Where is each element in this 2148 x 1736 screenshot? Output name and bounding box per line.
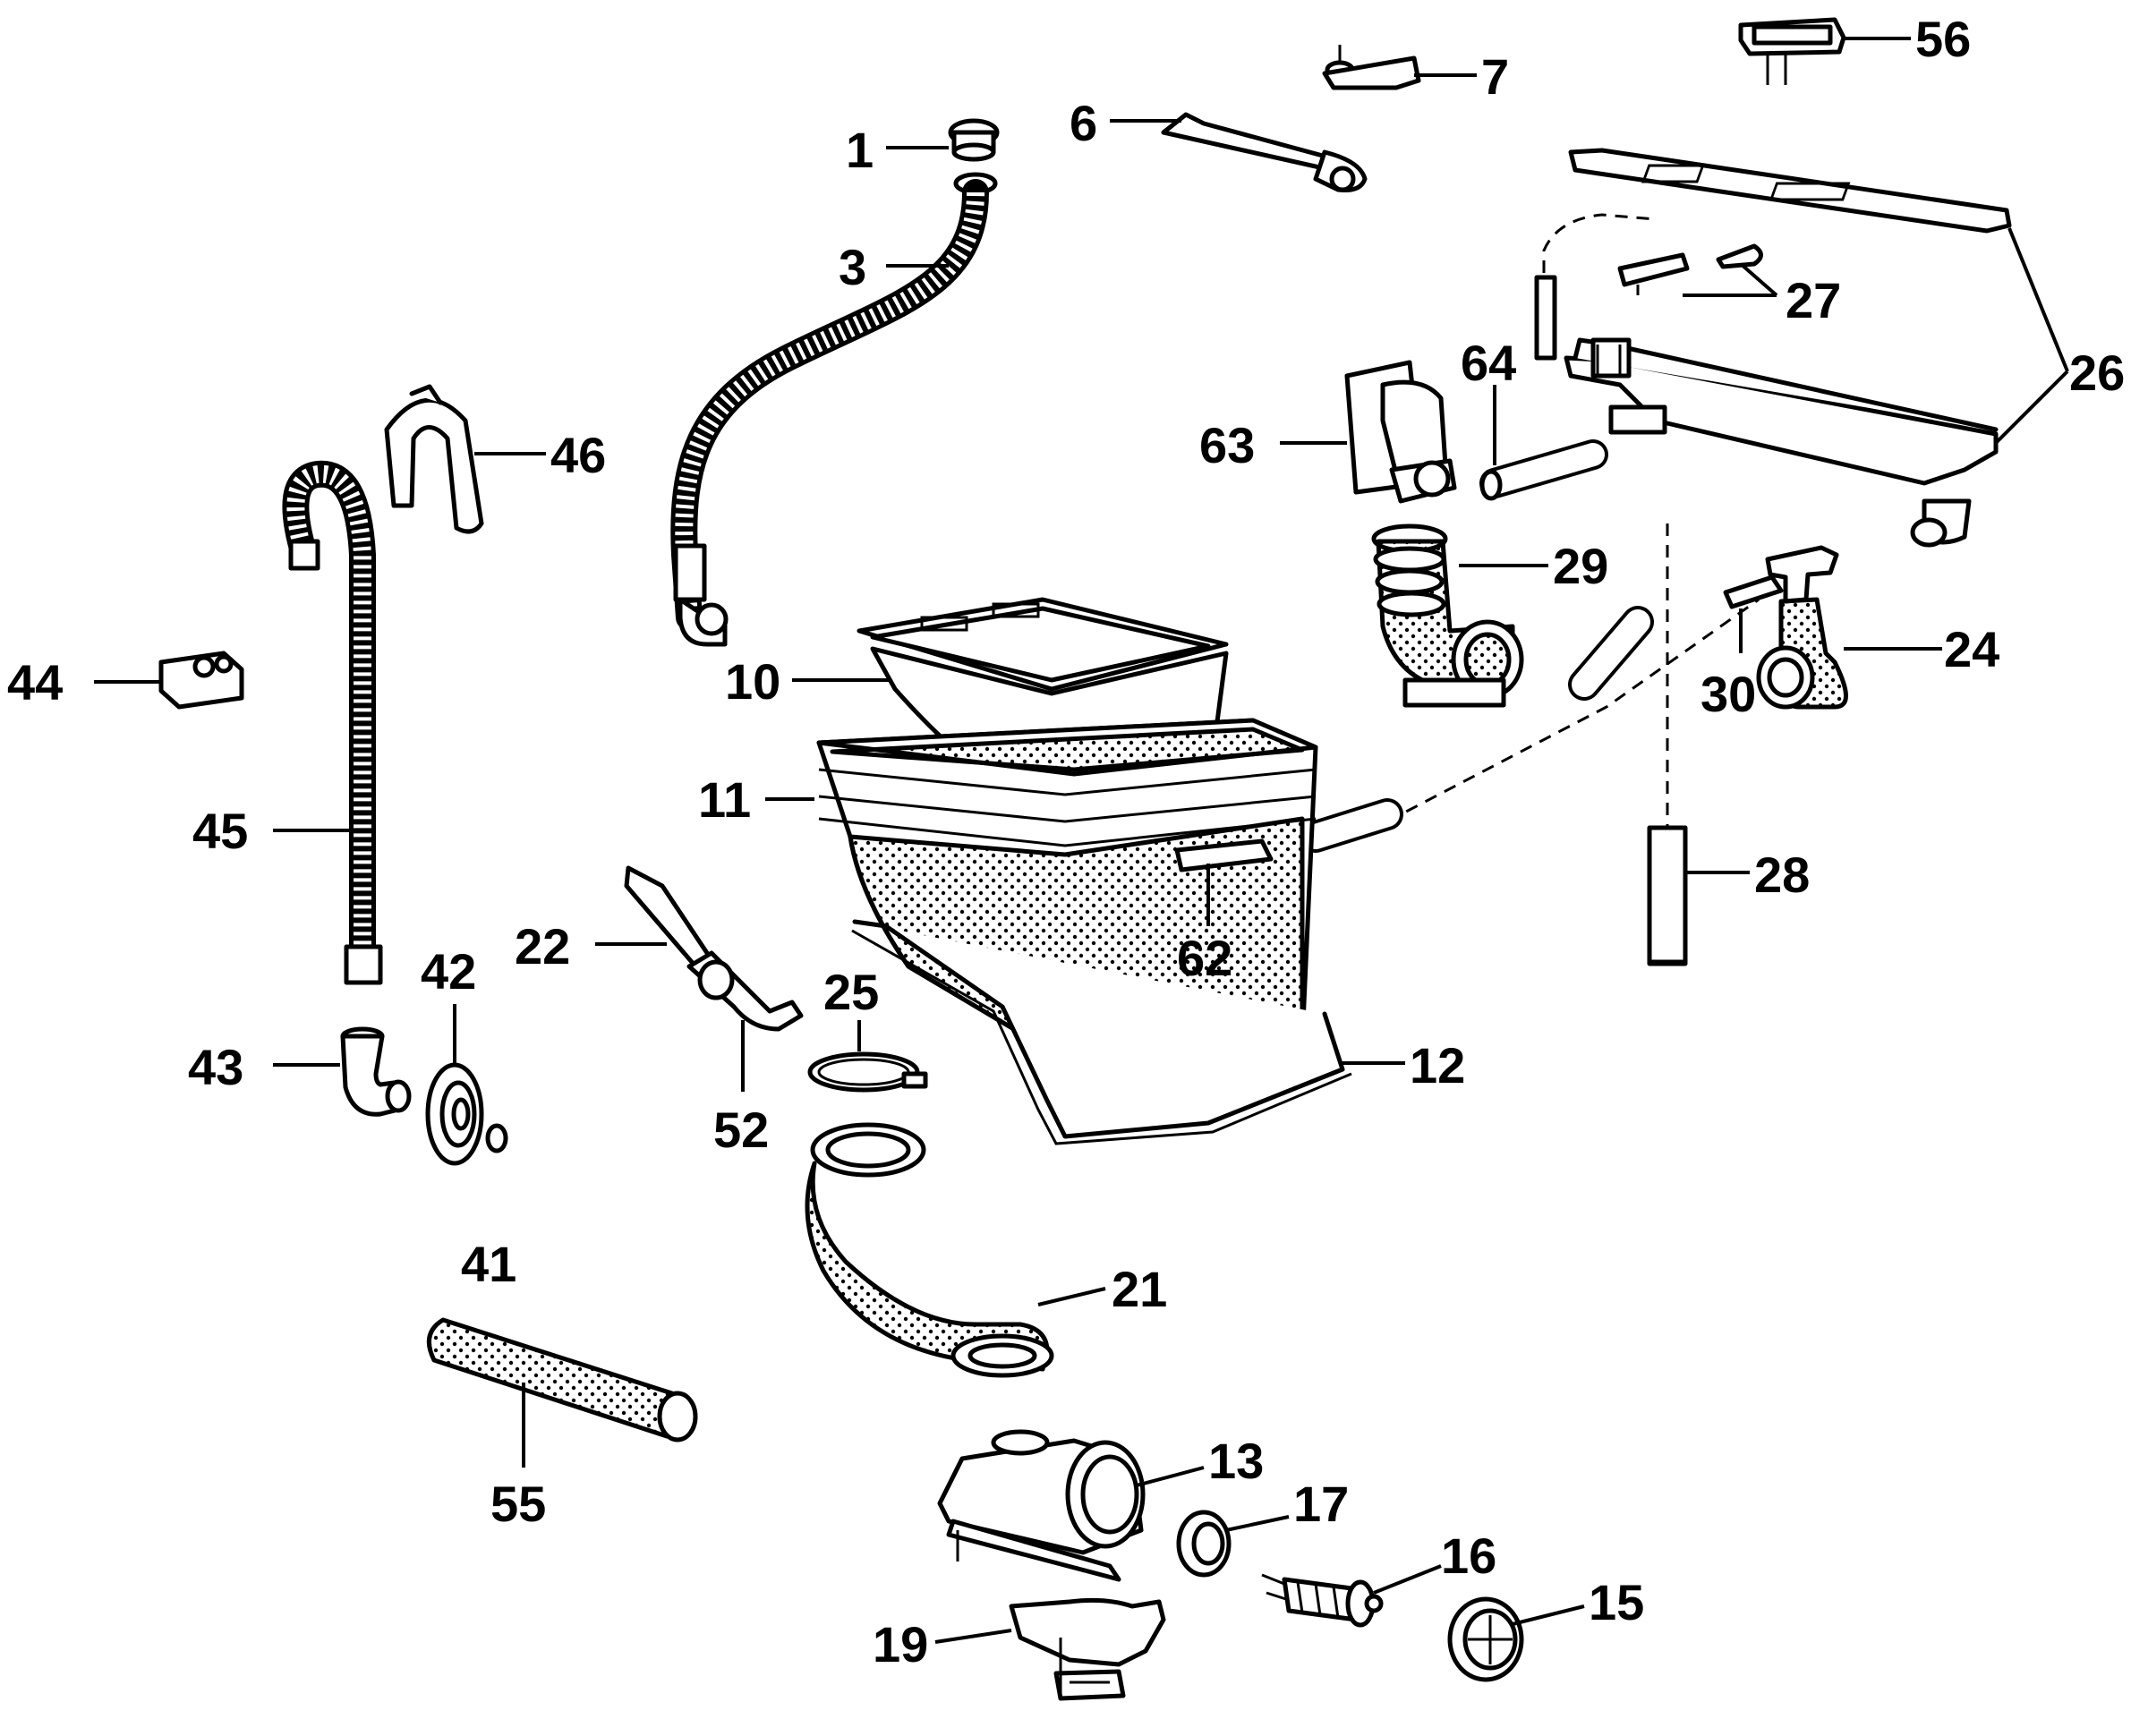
label-43: 43 xyxy=(188,1039,243,1095)
leader-16 xyxy=(1373,1564,1442,1595)
part-29-bellows xyxy=(1371,523,1524,708)
label-62: 62 xyxy=(1177,930,1232,986)
part-12-seal-inner xyxy=(851,929,1352,1145)
part-64-hose xyxy=(1479,439,1608,501)
label-12: 12 xyxy=(1410,1037,1465,1094)
part-22-pipe xyxy=(624,865,804,1032)
label-44: 44 xyxy=(7,654,63,711)
label-22: 22 xyxy=(515,918,570,974)
part-small-pipe xyxy=(1534,275,1557,361)
part-12-seal xyxy=(852,919,1345,1139)
label-26: 26 xyxy=(2069,345,2125,401)
label-25: 25 xyxy=(823,964,879,1020)
label-30: 30 xyxy=(1700,666,1756,722)
part-43-elbow xyxy=(340,1026,412,1117)
part-44-clamp xyxy=(158,651,244,710)
leader-17 xyxy=(1225,1515,1290,1532)
label-6: 6 xyxy=(1070,95,1097,151)
label-1: 1 xyxy=(846,122,874,178)
part-63-valve-housing xyxy=(1344,360,1457,504)
label-21: 21 xyxy=(1112,1261,1167,1317)
part-25-clamp-ring xyxy=(807,1051,928,1093)
label-29: 29 xyxy=(1553,538,1608,594)
label-46: 46 xyxy=(550,427,606,483)
part-24-t-pipe xyxy=(1756,545,1848,710)
label-63: 63 xyxy=(1199,417,1255,473)
dashed-route-top xyxy=(1542,213,1657,273)
label-45: 45 xyxy=(192,803,248,859)
label-3: 3 xyxy=(839,239,866,295)
part-15-filter-cap xyxy=(1447,1596,1524,1682)
part-26-dispenser-housing xyxy=(1564,148,2012,548)
label-19: 19 xyxy=(873,1616,928,1672)
part-1-cap xyxy=(948,118,1000,162)
leader-15 xyxy=(1512,1604,1585,1626)
leader-26-lower xyxy=(1994,370,2069,445)
label-24: 24 xyxy=(1944,621,1999,677)
part-3-inlet-hose xyxy=(670,172,998,647)
label-7: 7 xyxy=(1481,48,1509,105)
part-16-filter xyxy=(1261,1573,1384,1628)
part-17-ring xyxy=(1176,1510,1232,1578)
dashed-route-mid xyxy=(1386,598,1760,823)
label-17: 17 xyxy=(1293,1476,1349,1532)
part-42-grommet xyxy=(425,1062,484,1166)
part-27-clips xyxy=(1617,243,1763,295)
leader-19 xyxy=(934,1629,1012,1644)
part-13-pump-housing xyxy=(937,1429,1146,1582)
label-27: 27 xyxy=(1786,272,1841,328)
label-28: 28 xyxy=(1754,847,1810,903)
label-41: 41 xyxy=(461,1236,516,1292)
part-56-connector xyxy=(1738,17,1846,85)
part-55-foam-tube xyxy=(426,1317,698,1442)
label-13: 13 xyxy=(1208,1433,1264,1489)
part-46-u-bracket xyxy=(384,384,484,534)
part-30-tube xyxy=(1723,574,1784,609)
part-28-tube xyxy=(1647,825,1688,966)
label-15: 15 xyxy=(1589,1574,1644,1630)
label-10: 10 xyxy=(725,653,780,710)
label-64: 64 xyxy=(1461,335,1516,391)
part-41-ring xyxy=(485,1123,508,1153)
label-55: 55 xyxy=(490,1476,546,1532)
leader-27b xyxy=(1739,262,1778,297)
part-19-bracket xyxy=(1009,1597,1166,1701)
label-16: 16 xyxy=(1441,1528,1496,1584)
label-52: 52 xyxy=(713,1102,769,1158)
label-56: 56 xyxy=(1915,11,1971,67)
part-7-switch xyxy=(1322,45,1421,90)
part-6-lever xyxy=(1161,112,1368,192)
part-45-drain-hose xyxy=(282,460,383,985)
leader-21 xyxy=(1037,1287,1106,1306)
part-connector-hose xyxy=(1300,606,1654,853)
label-11: 11 xyxy=(698,771,751,828)
leader-13 xyxy=(1136,1466,1205,1487)
part-21-sump-bellows xyxy=(805,1122,1054,1378)
label-42: 42 xyxy=(421,943,476,1000)
leader-26-upper xyxy=(2007,227,2069,372)
